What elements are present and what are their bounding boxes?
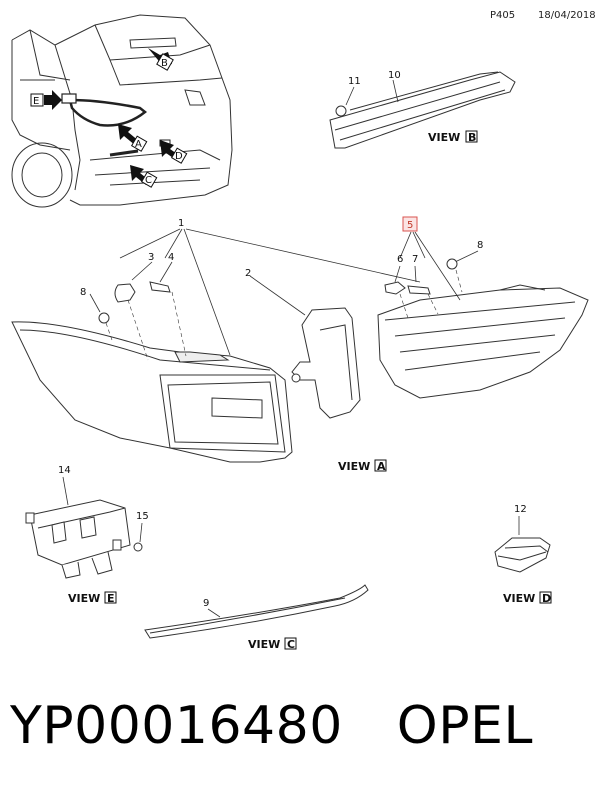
arrow-a-letter: A — [135, 139, 142, 150]
footer-caption: YP00016480 OPEL — [10, 696, 533, 756]
car-overview — [11, 14, 233, 208]
view-d-box — [539, 591, 552, 604]
arrow-d-letter: D — [175, 151, 183, 162]
arrow-d: D — [160, 140, 188, 164]
callout-1: 1 — [178, 218, 184, 229]
view-b-prefix: VIEW — [428, 131, 460, 144]
brand-name: OPEL — [396, 696, 533, 756]
diagram-date: 18/04/2018 — [538, 10, 596, 21]
view-e-prefix: VIEW — [68, 592, 100, 605]
arrow-b: B — [148, 48, 174, 71]
bulb-7 — [407, 285, 431, 295]
plate-lamp-12 — [494, 537, 551, 573]
view-d-prefix: VIEW — [503, 592, 535, 605]
callout-8-left: 8 — [80, 287, 86, 298]
screw-15 — [133, 542, 143, 552]
view-c-prefix: VIEW — [248, 638, 280, 651]
callout-12: 12 — [514, 504, 527, 515]
car-reflector — [109, 149, 139, 157]
callout-6: 6 — [397, 254, 403, 265]
callout-2: 2 — [245, 268, 251, 279]
nut-8-left — [98, 312, 110, 324]
callout-9: 9 — [203, 598, 209, 609]
outer-taillamp-1 — [11, 321, 293, 463]
arrow-a: A — [118, 124, 148, 152]
bracket-2 — [291, 307, 361, 419]
view-b-box — [465, 130, 478, 143]
part-number: YP00016480 — [10, 696, 343, 756]
nut-8-right — [446, 258, 458, 270]
callout-10: 10 — [388, 70, 401, 81]
callout-8-right: 8 — [477, 240, 483, 251]
callout-11: 11 — [348, 76, 361, 87]
callout-3: 3 — [148, 252, 154, 263]
nut-11 — [335, 105, 347, 117]
callout-7: 7 — [412, 254, 418, 265]
bulb-4 — [149, 281, 171, 293]
arrow-c: C — [130, 165, 158, 188]
view-a-letter: A — [377, 460, 386, 473]
callout-5-box — [402, 216, 418, 232]
reflector-9 — [144, 584, 369, 639]
view-a-box — [374, 459, 387, 472]
view-b-letter: B — [468, 131, 476, 144]
view-c-letter: C — [287, 638, 295, 651]
callout-15: 15 — [136, 511, 149, 522]
callout-14: 14 — [58, 465, 71, 476]
arrow-e: E — [30, 90, 62, 110]
car-control-module — [61, 93, 77, 104]
view-e-box — [104, 591, 117, 604]
car-taillight — [68, 98, 148, 127]
view-d-letter: D — [542, 592, 551, 605]
bulb-6 — [384, 281, 406, 295]
arrow-b-letter: B — [161, 58, 168, 69]
arrow-e-letter: E — [33, 96, 39, 107]
control-module-14 — [25, 499, 131, 579]
view-c-box — [284, 637, 297, 650]
callout-4: 4 — [168, 252, 174, 263]
view-e-letter: E — [107, 592, 115, 605]
bulb-3 — [114, 283, 136, 303]
callout-5: 5 — [407, 220, 413, 231]
inner-taillamp-5 — [377, 284, 589, 399]
diagram-code: P405 — [490, 10, 516, 21]
stop-lamp-10 — [329, 71, 516, 149]
view-a-prefix: VIEW — [338, 460, 370, 473]
arrow-c-letter: C — [145, 175, 152, 186]
